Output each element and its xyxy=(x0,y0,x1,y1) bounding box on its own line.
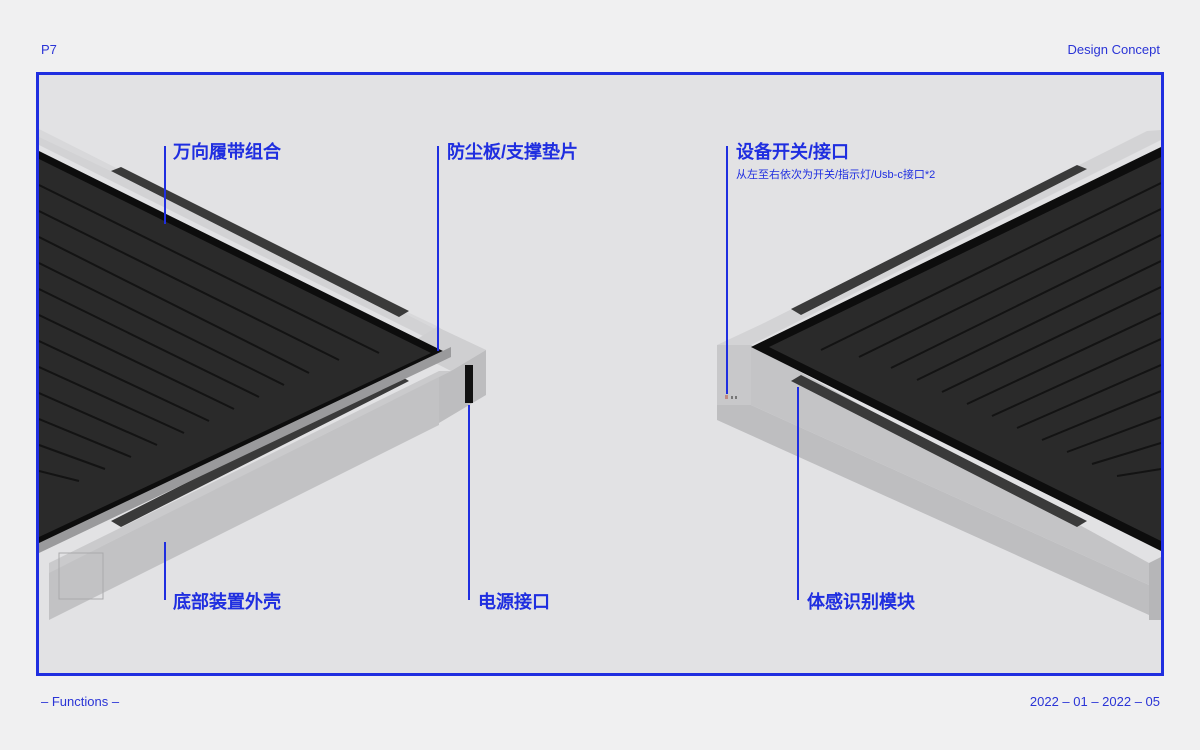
callout-switch-port-label: 设备开关/接口 xyxy=(736,142,850,162)
callout-switch-port-sub: 从左至右依次为开关/指示灯/Usb-c接口*2 xyxy=(736,169,936,181)
callout-line xyxy=(164,542,166,600)
callout-line xyxy=(468,405,470,600)
product-illustration-frame: 万向履带组合 防尘板/支撑垫片 设备开关/接口 从左至右依次为开关/指示灯/Us… xyxy=(36,72,1164,676)
callout-dust-panel-label: 防尘板/支撑垫片 xyxy=(447,142,579,162)
callout-line xyxy=(726,146,728,394)
callout-motion-sensor-label: 体感识别模块 xyxy=(807,592,915,612)
footer-date-range: 2022 – 01 – 2022 – 05 xyxy=(1029,694,1160,709)
callout-bottom-shell-label: 底部装置外壳 xyxy=(173,592,281,612)
callout-line xyxy=(164,146,166,224)
callout-line xyxy=(437,146,439,351)
callout-line xyxy=(797,387,799,600)
left-device xyxy=(39,129,486,620)
right-device xyxy=(717,130,1161,620)
callout-power-port-label: 电源接口 xyxy=(478,592,550,612)
section-title: Design Concept xyxy=(1067,42,1161,57)
device-illustration xyxy=(39,129,1161,620)
footer-section-label: – Functions – xyxy=(41,694,120,709)
callout-track-label: 万向履带组合 xyxy=(173,142,281,162)
page-number: P7 xyxy=(41,42,57,57)
